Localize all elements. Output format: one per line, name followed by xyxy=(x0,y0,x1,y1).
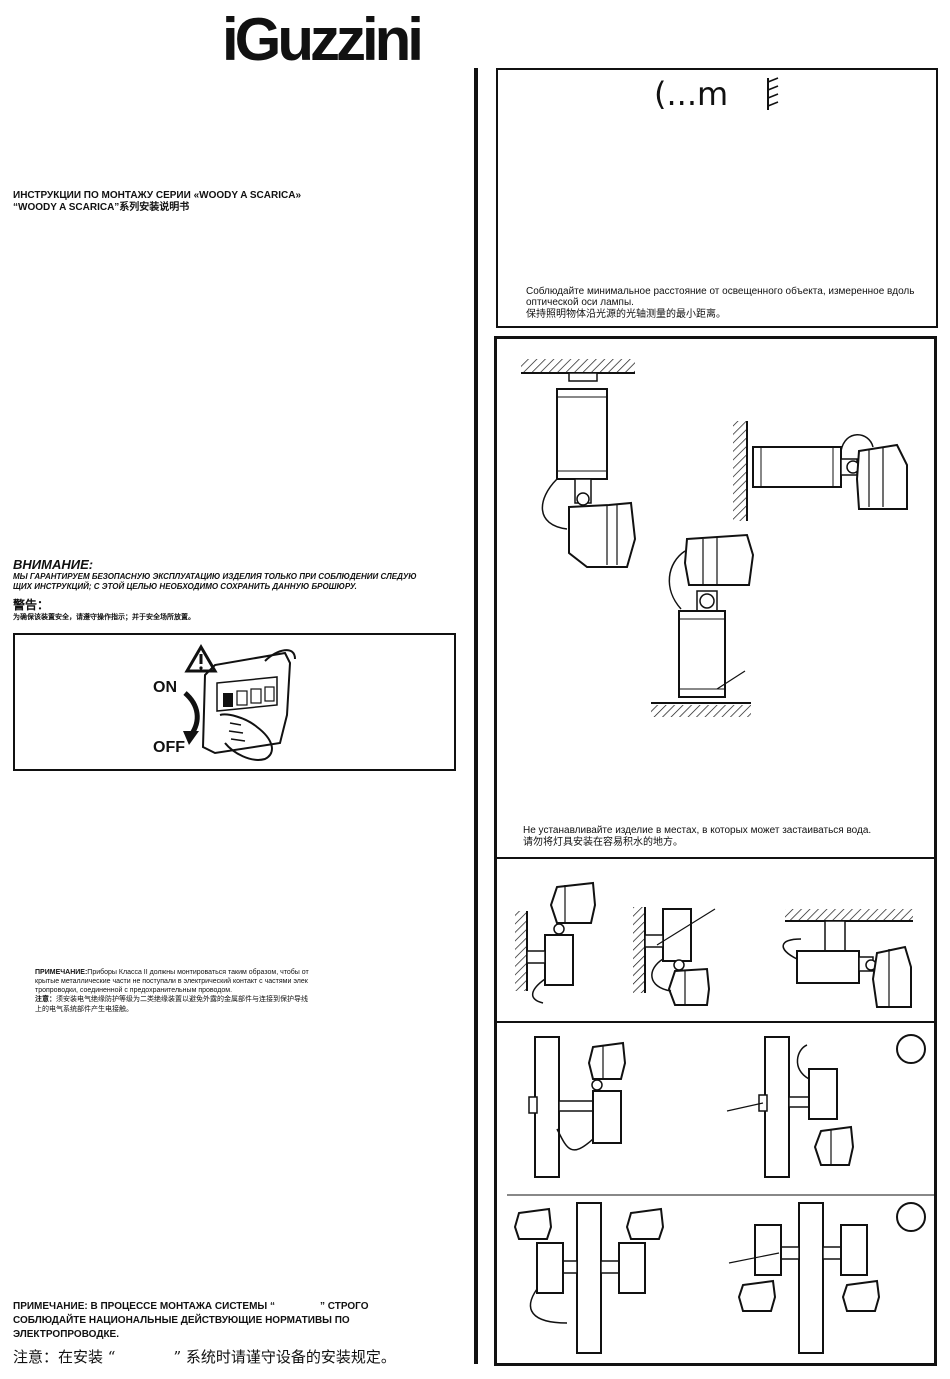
projector-head xyxy=(549,881,597,924)
option-circle-icon xyxy=(896,1034,926,1064)
ceiling-surface xyxy=(521,359,635,373)
ballast-box xyxy=(556,388,608,480)
projector-head xyxy=(871,945,912,1008)
ballast-box xyxy=(592,1090,622,1144)
projector-head xyxy=(855,443,908,510)
mounting-panel: Не устанавливайте изделие в местах, в ко… xyxy=(494,336,937,1366)
note-install-ru-1: ПРИМЕЧАНИЕ: В ПРОЦЕССЕ МОНТАЖА СИСТЕМЫ “… xyxy=(13,1301,369,1312)
distance-caption-ru-2: оптической оси лампы. xyxy=(526,297,634,308)
warning-title-ru: ВНИМАНИЕ: xyxy=(13,557,94,572)
pole xyxy=(798,1202,824,1354)
title-ru: ИНСТРУКЦИИ ПО МОНТАЖУ СЕРИИ «WOODY A SCA… xyxy=(13,190,302,201)
note-class2-label-ru: ПРИМЕЧАНИЕ: xyxy=(35,969,88,976)
hand-outline xyxy=(219,713,273,761)
ballast-box xyxy=(808,1068,838,1120)
distance-panel: (...m Соблюдайте минимальное расстояние … xyxy=(496,68,938,328)
note-install-ru-2: СОБЛЮДАЙТЕ НАЦИОНАЛЬНЫЕ ДЕЙСТВУЮЩИЕ НОРМ… xyxy=(13,1315,350,1326)
note-install-zh: 注意：在安装 “” 系统时请谨守设备的安装规定。 xyxy=(13,1348,396,1366)
brand-logo: iGuzzini xyxy=(222,6,424,73)
ballast-box xyxy=(752,446,842,488)
panel-outline xyxy=(201,651,292,755)
switch-illustration xyxy=(183,644,296,761)
ballast-box xyxy=(796,950,860,984)
power-off-figure: ON OFF xyxy=(13,633,456,771)
note-class2-ru-1: ПРИМЕЧАНИЕ:Приборы Класса II должны монт… xyxy=(35,969,309,976)
wall-surface xyxy=(733,421,747,521)
ballast-box xyxy=(536,1242,564,1294)
projector-head xyxy=(667,967,711,1006)
floor-surface xyxy=(651,705,751,717)
mounting-caption-zh: 请勿将灯具安装在容易积水的地方。 xyxy=(523,837,683,848)
note-class2-ru-3: тропроводки, соединенной с предохранител… xyxy=(35,987,233,994)
note-install-ru-3: ЭЛЕКТРОПРОВОДКЕ. xyxy=(13,1329,119,1340)
projector-head xyxy=(625,1207,665,1240)
ballast-box xyxy=(618,1242,646,1294)
lamp-icon: ( xyxy=(654,75,667,113)
arrow-down-icon xyxy=(183,691,200,737)
pole xyxy=(576,1202,602,1354)
ballast-box xyxy=(840,1224,868,1276)
mounting-caption-ru: Не устанавливайте изделие в местах, в ко… xyxy=(523,825,872,836)
note-class2-ru-2: крытые металлические части не поступали … xyxy=(35,978,308,985)
hatched-surface-icon xyxy=(767,77,779,110)
on-label: ON xyxy=(153,679,177,696)
warning-text-ru-1: МЫ ГАРАНТИРУЕМ БЕЗОПАСНУЮ ЭКСПЛУАТАЦИЮ И… xyxy=(13,572,417,581)
projector-head xyxy=(737,1279,777,1312)
note-class2-zh-1: 注意：须安装电气绝缘防护等级为二类绝缘装置以避免外露的金属部件与连接到保护导线 xyxy=(35,996,308,1003)
projector-head xyxy=(568,501,637,568)
ballast-box xyxy=(544,934,574,986)
projector-head xyxy=(683,533,755,586)
pole xyxy=(764,1036,790,1178)
distance-symbol: (...m xyxy=(654,74,779,114)
note-class2-zh-2: 上的电气系统部件产生电接触。 xyxy=(35,1006,133,1013)
projector-head xyxy=(841,1279,881,1312)
off-label: OFF xyxy=(153,739,185,756)
warning-text-zh: 为确保该装置安全，请遵守操作指示；并于安全场所放置。 xyxy=(13,614,195,621)
option-circle-icon xyxy=(896,1202,926,1232)
ballast-box xyxy=(678,610,726,698)
pole xyxy=(534,1036,560,1178)
title-zh: “WOODY A SCARICA”系列安装说明书 xyxy=(13,202,190,213)
distance-caption-ru-1: Соблюдайте минимальное расстояние от осв… xyxy=(526,286,915,297)
mounting-illustrations xyxy=(497,359,934,1354)
ballast-box xyxy=(662,908,692,962)
projector-head xyxy=(513,1207,553,1240)
warning-triangle-icon xyxy=(184,644,218,673)
warning-text-ru-2: ЩИХ ИНСТРУКЦИЙ; С ЭТОЙ ЦЕЛЬЮ НЕОБХОДИМО … xyxy=(13,582,357,591)
projector-head xyxy=(587,1041,627,1080)
warning-title-zh: 警告： xyxy=(13,598,50,612)
projector-head xyxy=(813,1125,855,1166)
note-class2-label-zh: 注意： xyxy=(35,996,56,1003)
ballast-box xyxy=(754,1224,782,1276)
column-divider xyxy=(474,68,478,1364)
distance-caption-zh: 保持照明物体沿光源的光轴测量的最小距离。 xyxy=(526,309,726,320)
